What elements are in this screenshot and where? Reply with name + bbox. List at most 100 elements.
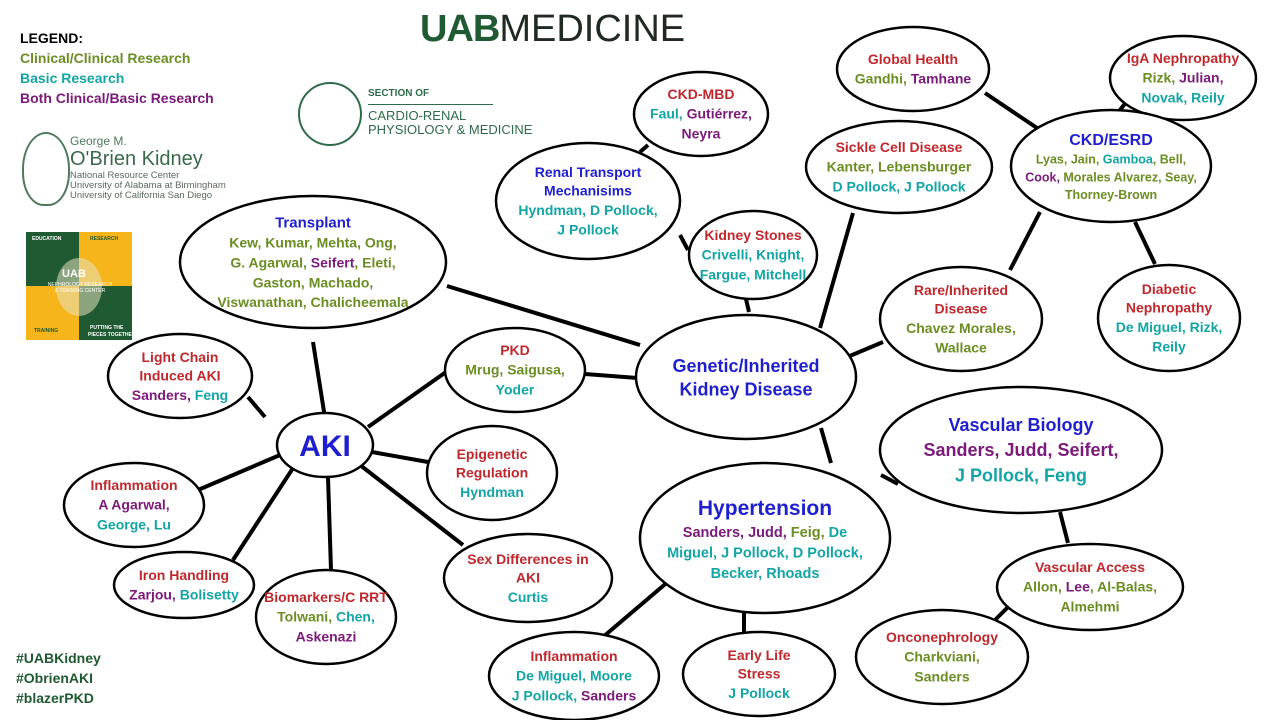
- node-title: Mechanisims: [544, 182, 632, 198]
- member-name: Thorney-Brown: [1065, 188, 1157, 202]
- node-ellipse: [442, 532, 614, 624]
- member-name: Tamhane: [911, 71, 972, 87]
- member-name: Curtis: [508, 589, 549, 605]
- node-title: CKD/ESRD: [1069, 132, 1153, 149]
- node-title: IgA Nephropathy: [1127, 50, 1239, 66]
- kidney-heart-icon: [298, 82, 362, 146]
- node-members: J Pollock, Sanders: [512, 688, 637, 704]
- node-ellipse: [878, 385, 1164, 515]
- member-name: Seifert: [311, 254, 355, 270]
- member-name: , Bell,: [1153, 153, 1186, 167]
- node-members: Wallace: [935, 340, 987, 356]
- connector-line: [311, 341, 327, 419]
- connector-line: [366, 370, 448, 429]
- obrien-subtext: National Resource Center University of A…: [70, 171, 226, 201]
- member-name: J Pollock,: [512, 688, 581, 704]
- member-name: Chavez Morales,: [906, 320, 1016, 336]
- connector-line: [584, 372, 638, 380]
- node-title: Diabetic: [1142, 281, 1197, 297]
- node-members: Reily: [1152, 339, 1186, 355]
- section-small-label: SECTION OF: [368, 88, 430, 99]
- node-members: Yoder: [496, 382, 535, 398]
- node-ellipse: [804, 119, 994, 215]
- node-title: Induced AKI: [139, 367, 220, 383]
- node-members: Faul, Gutiérrez,: [650, 106, 752, 122]
- connector-line: [246, 395, 267, 419]
- node-members: A Agarwal,: [98, 497, 169, 513]
- member-name: Sanders: [914, 669, 969, 685]
- nrtc-name2: & TRAINING CENTER: [54, 288, 106, 294]
- member-name: Feig,: [791, 525, 829, 541]
- member-name: , Eleti,: [354, 254, 395, 270]
- node-members: Kanter, Lebensburger: [827, 159, 972, 175]
- node-ellipse: [275, 411, 375, 479]
- node-title: Inflammation: [90, 477, 177, 493]
- connector-line: [638, 143, 650, 154]
- node-title: Nephropathy: [1126, 299, 1213, 315]
- uab-logo-bold: UAB: [420, 8, 500, 50]
- member-name: Lee: [1066, 579, 1090, 595]
- member-name: Gamboa: [1103, 153, 1154, 167]
- member-name: A Agarwal,: [98, 497, 169, 513]
- member-name: Sanders, Judd,: [683, 525, 791, 541]
- node-members: De Miguel, Rizk,: [1116, 319, 1223, 335]
- node-title: Hypertension: [698, 497, 832, 520]
- member-name: De Miguel, Rizk,: [1116, 319, 1223, 335]
- node-members: Cook, Morales Alvarez, Seay,: [1025, 170, 1197, 184]
- member-name: Gutiérrez,: [687, 106, 752, 122]
- nrtc-education: EDUCATION: [32, 236, 62, 242]
- obrien-line5: University of California San Diego: [70, 190, 213, 201]
- section-divider: [368, 104, 493, 105]
- member-name: Neyra: [682, 126, 721, 142]
- nephrology-training-center-logo: EDUCATION RESEARCH TRAINING PUTTING THE …: [26, 232, 135, 340]
- node-title: Sex Differences in: [467, 551, 588, 567]
- node-members: G. Agarwal, Seifert, Eleti,: [230, 254, 395, 270]
- connector-line: [983, 91, 1042, 132]
- node-members: Sanders, Judd, Feig, De: [683, 525, 847, 541]
- member-name: Sanders: [581, 688, 636, 704]
- node-title: Vascular Access: [1035, 559, 1145, 575]
- member-name: Wallace: [935, 340, 987, 356]
- node-title: Disease: [935, 300, 988, 316]
- node-title: Epigenetic: [457, 446, 528, 462]
- node-ellipse: [106, 332, 254, 420]
- node-title: Vascular Biology: [948, 415, 1093, 435]
- kidney-tree-icon: [22, 132, 70, 206]
- node-ellipse: [638, 461, 892, 615]
- node-ellipse: [1009, 108, 1213, 224]
- member-name: Charkviani,: [904, 649, 979, 665]
- member-name: Bolisetty: [180, 587, 239, 603]
- node-members: De Miguel, Moore: [516, 668, 632, 684]
- node-title: Kidney Disease: [679, 379, 812, 399]
- node-members: Fargue, Mitchell: [700, 267, 807, 283]
- member-name: Yoder: [496, 382, 535, 398]
- obrien-line4: University of Alabama at Birmingham: [70, 180, 226, 191]
- member-name: Novak, Reily: [1141, 90, 1224, 106]
- connector-line: [231, 463, 297, 562]
- member-name: George, Lu: [97, 517, 171, 533]
- node-title: Inflammation: [530, 648, 617, 664]
- node-title: Early Life: [727, 647, 790, 663]
- cardio-renal-section-logo: SECTION OF CARDIO-RENAL PHYSIOLOGY & MED…: [298, 82, 558, 152]
- uab-medicine-logo: UABMEDICINE: [420, 8, 685, 51]
- node-members: Charkviani,: [904, 649, 979, 665]
- node-ellipse: [494, 141, 682, 261]
- node-members: Askenazi: [296, 629, 357, 645]
- node-members: Thorney-Brown: [1065, 188, 1157, 202]
- node-title: CKD-MBD: [668, 86, 735, 102]
- node-members: Chavez Morales,: [906, 320, 1016, 336]
- node-ckd-mbd: CKD-MBD Faul, Gutiérrez, Neyra: [632, 70, 770, 158]
- node-members: Miguel, J Pollock, D Pollock,: [667, 545, 863, 561]
- obrien-line1: George M.: [70, 134, 127, 148]
- node-ellipse: [1096, 263, 1242, 373]
